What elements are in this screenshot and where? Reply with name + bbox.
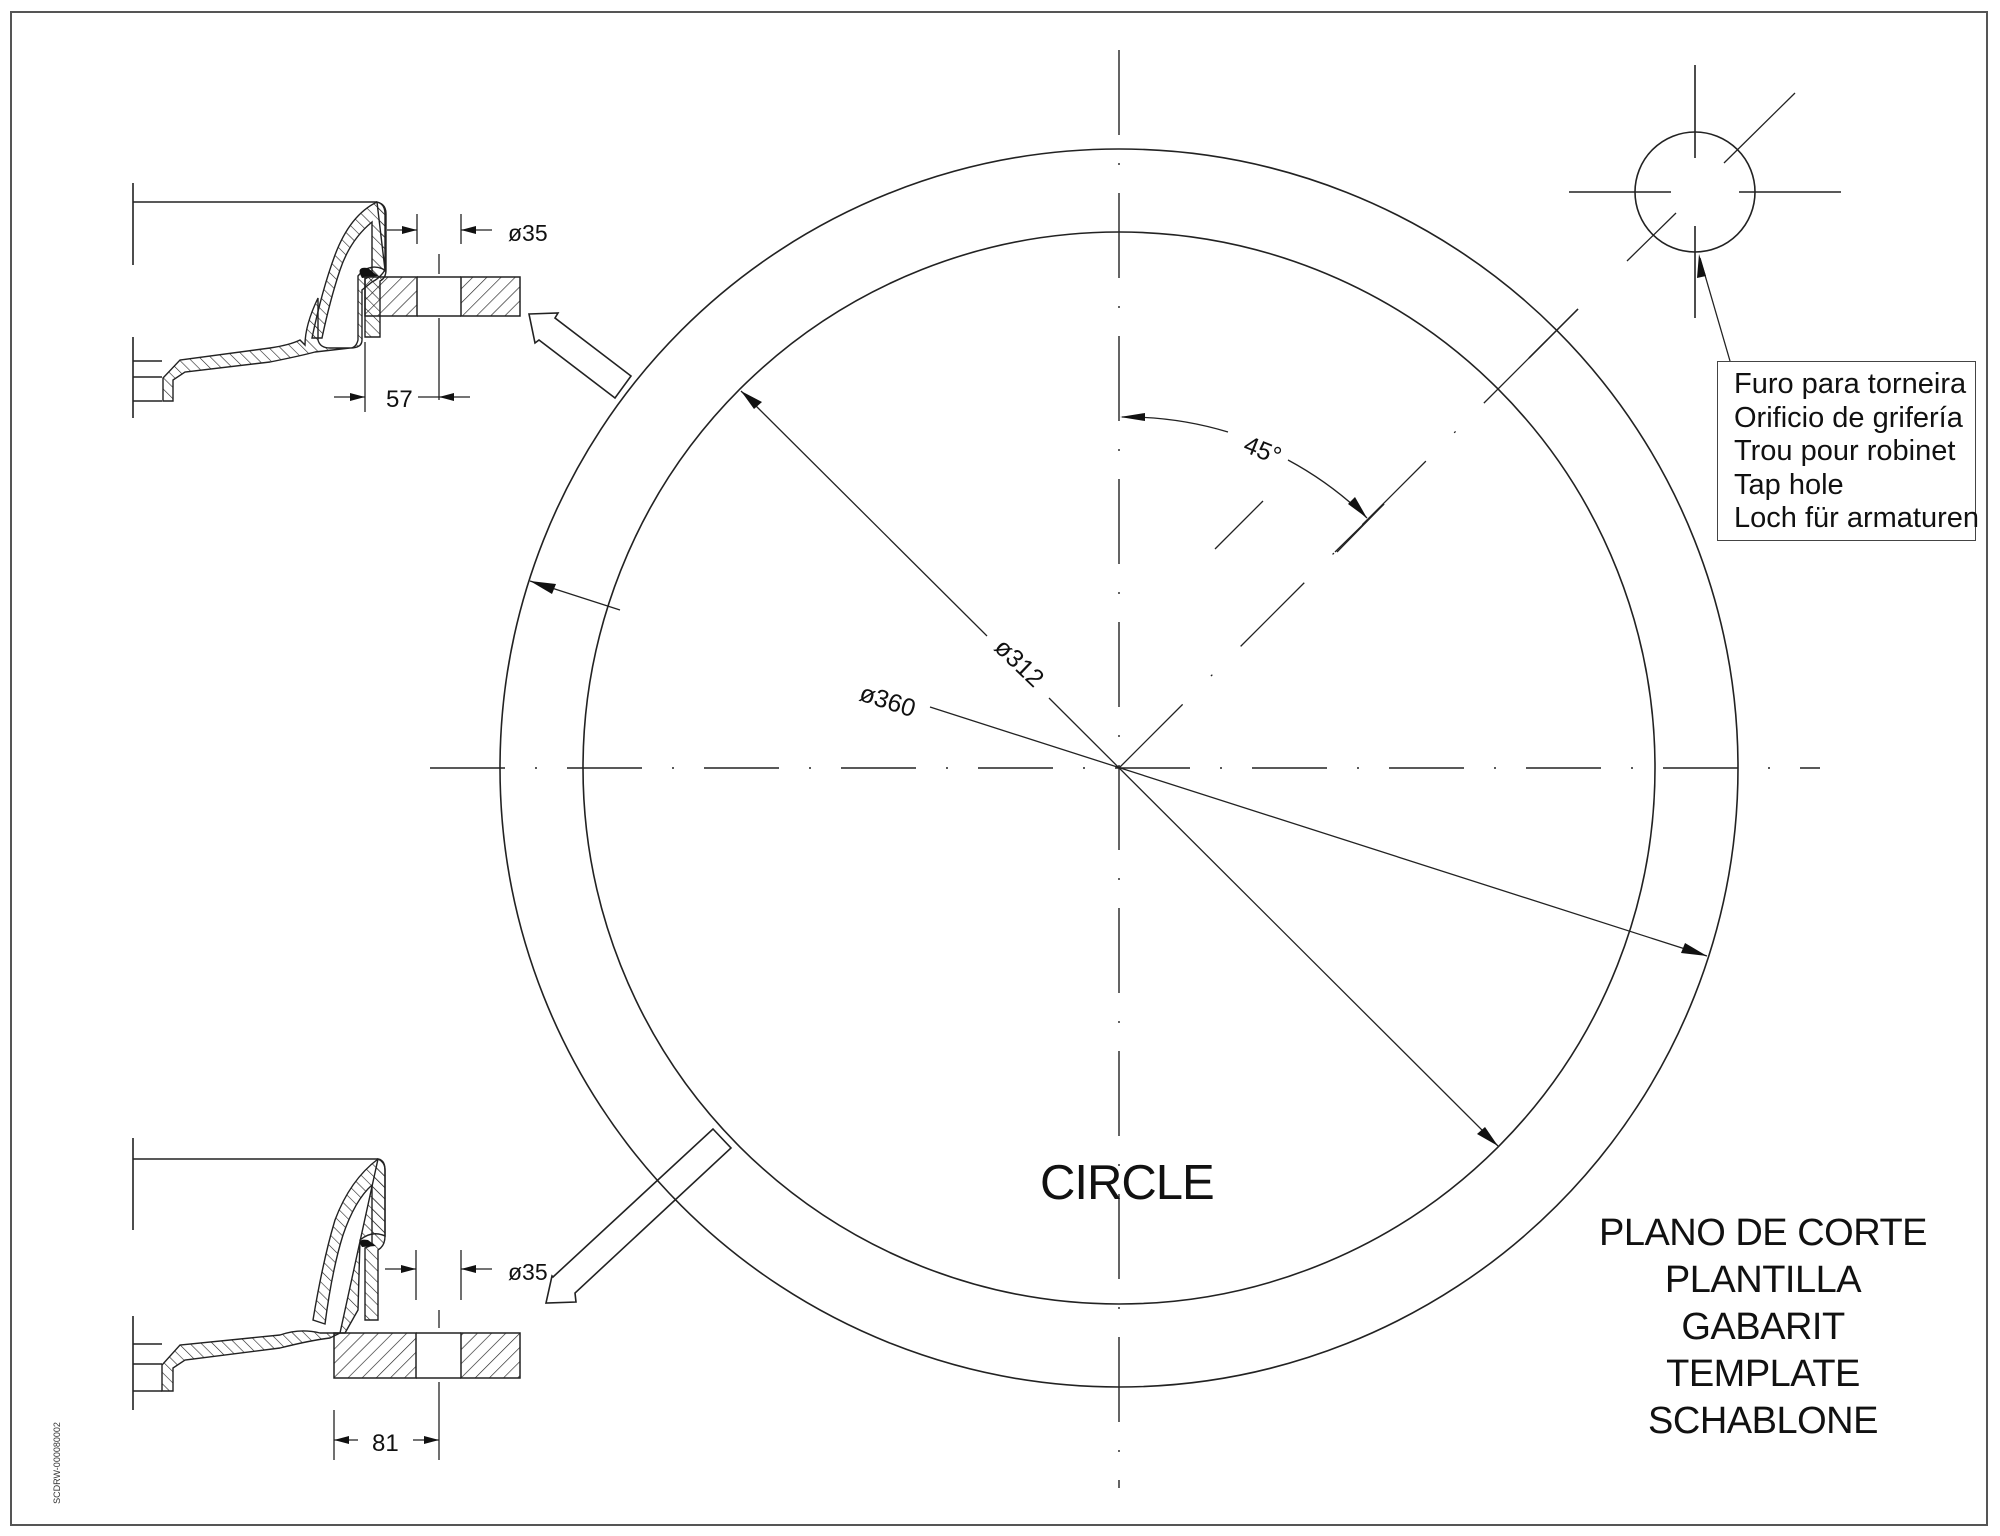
top-section-arrow xyxy=(528,312,633,400)
title-line-french: GABARIT xyxy=(1681,1306,1845,1348)
legend-line-german: Loch für armaturen xyxy=(1734,502,1980,534)
tap-hole-leader xyxy=(1697,254,1731,362)
legend-line-spanish: Orificio de grifería xyxy=(1734,401,1963,434)
tap-line-ticks xyxy=(1214,308,1579,553)
section-detail-top: ø35 57 xyxy=(132,183,548,418)
section-detail-bottom: ø35 81 xyxy=(132,1138,548,1460)
drawing-code: SCDRW-000080002 xyxy=(52,1422,62,1504)
tap-hole xyxy=(1569,65,1841,318)
legend-line-english: Tap hole xyxy=(1734,468,1844,501)
page-border xyxy=(10,11,1988,1526)
main-centerlines xyxy=(430,50,1820,1488)
angle-dimension: 45° xyxy=(1120,413,1385,553)
title-line-spanish: PLANTILLA xyxy=(1664,1259,1862,1301)
title-line-portuguese: PLANO DE CORTE xyxy=(1598,1212,1928,1254)
bottom-section-arrow xyxy=(544,1127,733,1304)
tap-hole-legend: Furo para torneira Orificio de grifería … xyxy=(1717,361,1980,541)
title-block: PLANO DE CORTE PLANTILLA GABARIT TEMPLAT… xyxy=(1563,1210,1963,1445)
legend-line-portuguese: Furo para torneira xyxy=(1734,368,1967,400)
top-hole-diameter-label: ø35 xyxy=(508,220,548,246)
inner-diameter-label: ø312 xyxy=(989,633,1049,693)
inner-basin-circle xyxy=(582,231,1656,1305)
bottom-offset-label: 81 xyxy=(372,1430,399,1457)
bottom-hole-diameter-label: ø35 xyxy=(508,1259,548,1285)
title-line-german: SCHABLONE xyxy=(1648,1400,1878,1442)
outer-cut-circle xyxy=(499,148,1739,1388)
top-offset-label: 57 xyxy=(386,386,413,413)
outer-diameter-label: ø360 xyxy=(856,679,919,723)
angle-label: 45° xyxy=(1240,431,1286,471)
shape-label: CIRCLE xyxy=(1040,1156,1215,1210)
legend-line-french: Trou pour robinet xyxy=(1734,435,1956,467)
title-line-english: TEMPLATE xyxy=(1666,1353,1860,1395)
